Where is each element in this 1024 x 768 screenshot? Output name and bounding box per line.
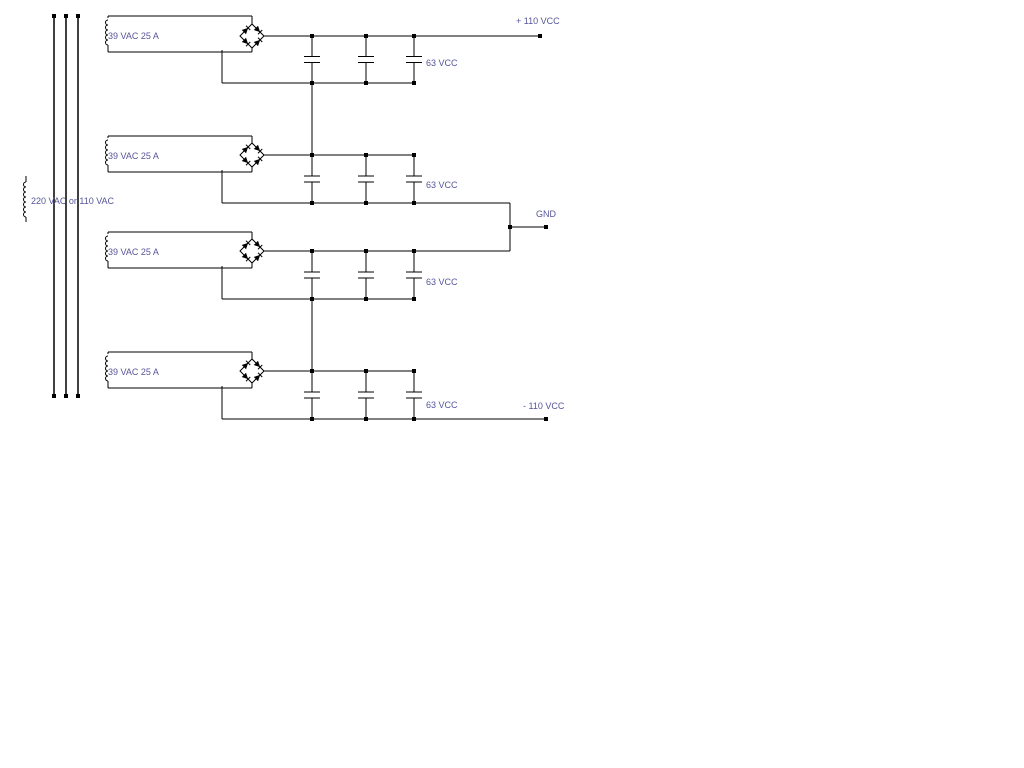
junction-dot [412, 201, 416, 205]
diode-bar [245, 240, 251, 246]
secondary-2-label: 39 VAC 25 A [108, 151, 159, 161]
capacitor-voltage-label-4: 63 VCC [426, 400, 458, 410]
diode-bar [257, 244, 263, 250]
junction-dot [412, 369, 416, 373]
bridge-rectifier-2-outline [239, 142, 265, 168]
bridge-rectifier-3-outline [239, 238, 265, 264]
secondary-1-label: 39 VAC 25 A [108, 31, 159, 41]
junction-dot [310, 201, 314, 205]
secondary-1-coil [105, 19, 109, 46]
core-bar-top-dot [64, 14, 68, 18]
core-bar-top-dot [52, 14, 56, 18]
diode-bar [245, 41, 251, 47]
diode-bar [257, 252, 263, 258]
negative-output-label: - 110 VCC [523, 401, 565, 411]
secondary-3-coil [105, 235, 109, 262]
junction-dot [412, 297, 416, 301]
junction-dot [364, 297, 368, 301]
junction-dot [364, 81, 368, 85]
capacitor-voltage-label-3: 63 VCC [426, 277, 458, 287]
core-bar-bottom-dot [52, 394, 56, 398]
primary-voltage-label: 220 VAC or 110 VAC [31, 196, 115, 206]
diode-bar [245, 376, 251, 382]
secondary-4-label: 39 VAC 25 A [108, 367, 159, 377]
junction-dot [310, 297, 314, 301]
diode-bar [245, 144, 251, 150]
gnd-output-terminal [544, 225, 548, 229]
junction-dot [412, 34, 416, 38]
junction-dot [412, 81, 416, 85]
diode-bar [257, 29, 263, 35]
wires [25, 15, 546, 420]
diode-bar [245, 256, 251, 262]
diode-bar [257, 156, 263, 162]
core-bar-top-dot [76, 14, 80, 18]
positive-output-label: + 110 VCC [516, 16, 560, 26]
junction-dot [310, 153, 314, 157]
diode-bar [257, 364, 263, 370]
core-bar-bottom-dot [64, 394, 68, 398]
junction-dot [310, 34, 314, 38]
junction-dot [364, 417, 368, 421]
junction-dot [412, 417, 416, 421]
negative-output-terminal [544, 417, 548, 421]
junction-dot [364, 369, 368, 373]
junction-dot [508, 225, 512, 229]
positive-output-terminal [538, 34, 542, 38]
bridge-rectifier-1-outline [239, 23, 265, 49]
ground-output-label: GND [536, 209, 557, 219]
junction-dot [310, 81, 314, 85]
diode-bar [245, 360, 251, 366]
junction-dot [364, 34, 368, 38]
secondary-3-label: 39 VAC 25 A [108, 247, 159, 257]
core-bar-bottom-dot [76, 394, 80, 398]
junction-dot [364, 201, 368, 205]
junction-dot [364, 249, 368, 253]
junction-dot [310, 249, 314, 253]
junction-dot [310, 369, 314, 373]
diode-bar [257, 37, 263, 43]
secondary-4-coil [105, 355, 109, 382]
bridge-rectifier-4-outline [239, 358, 265, 384]
secondary-2-coil [105, 139, 109, 166]
diode-bar [245, 25, 251, 31]
coils [23, 19, 109, 382]
capacitors [304, 56, 422, 399]
junction-dots [52, 14, 548, 421]
diode-bar [245, 160, 251, 166]
capacitor-voltage-label-1: 63 VCC [426, 58, 458, 68]
junction-dot [412, 153, 416, 157]
junction-dot [364, 153, 368, 157]
capacitor-voltage-label-2: 63 VCC [426, 180, 458, 190]
junction-dot [412, 249, 416, 253]
junction-dot [310, 417, 314, 421]
diode-bar [257, 148, 263, 154]
primary-winding-coil [23, 181, 27, 218]
diode-bar [257, 372, 263, 378]
